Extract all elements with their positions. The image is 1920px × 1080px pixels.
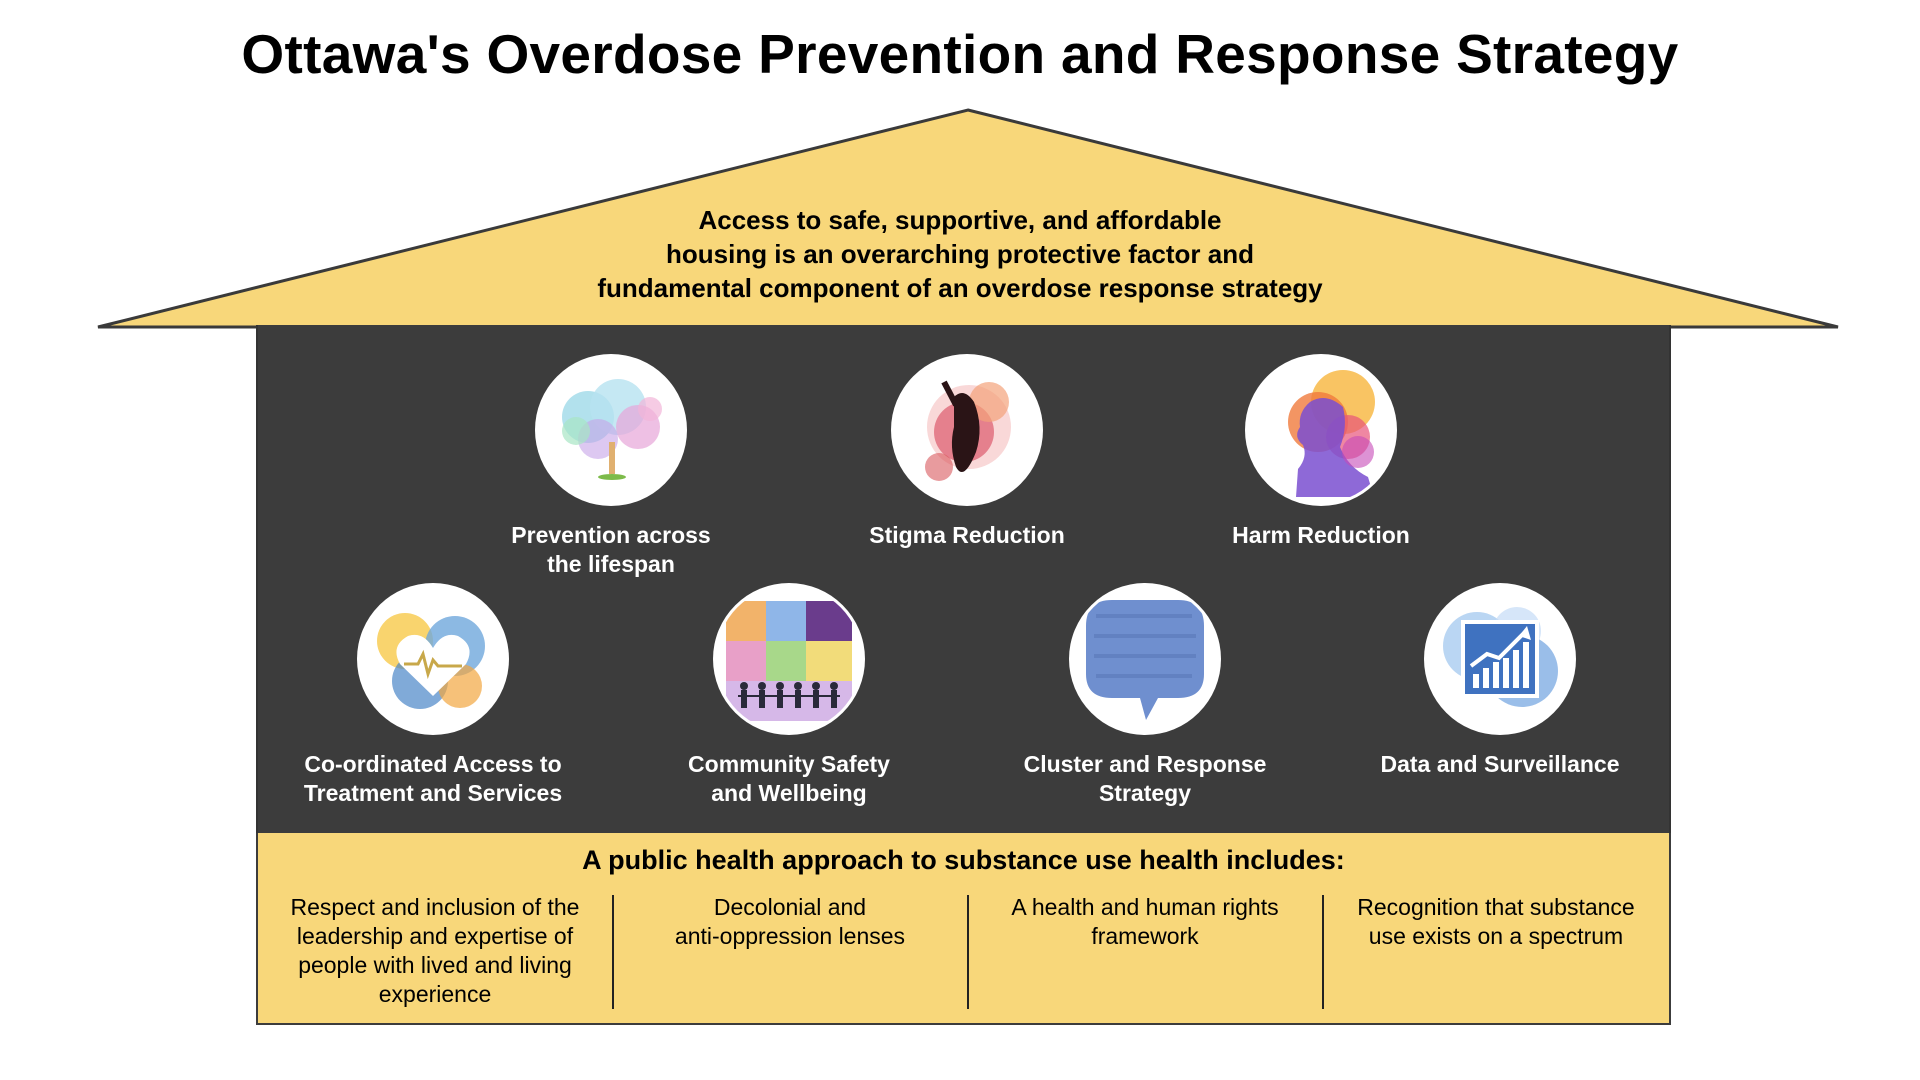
growth-chart-icon [1427, 586, 1573, 732]
column-divider [1322, 895, 1324, 1009]
speech-bubble-icon [1072, 586, 1218, 732]
principle-line: anti-oppression lenses [674, 923, 906, 949]
principle-line: experience [378, 981, 492, 1007]
watercolor-heart-icon [360, 586, 506, 732]
watercolor-figure-icon [894, 357, 1040, 503]
pillar-stigma: Stigma Reduction [817, 357, 1117, 550]
principle-line: framework [1091, 923, 1199, 949]
watercolor-head-profile-icon [1248, 357, 1394, 503]
watercolor-community-icon [716, 586, 862, 732]
pillar-label: Prevention across [511, 522, 711, 548]
base-principle: Respect and inclusion of the leadership … [258, 893, 612, 1009]
pillar-label: Cluster and Response [1023, 751, 1267, 777]
principle-line: Decolonial and [713, 894, 867, 920]
base-principle: A health and human rights framework [968, 893, 1322, 951]
pillar-coordinated-access: Co-ordinated Access to Treatment and Ser… [283, 586, 583, 808]
principle-line: use exists on a spectrum [1368, 923, 1624, 949]
pillar-label: Harm Reduction [1232, 522, 1410, 548]
pillar-label: the lifespan [547, 551, 675, 577]
base-principle: Decolonial and anti-oppression lenses [613, 893, 967, 951]
roof-statement: Access to safe, supportive, and affordab… [560, 203, 1360, 305]
pillar-prevention: Prevention across the lifespan [461, 357, 761, 579]
pillar-label: and Wellbeing [711, 780, 867, 806]
pillar-community-safety: Community Safety and Wellbeing [639, 586, 939, 808]
base-principle: Recognition that substance use exists on… [1319, 893, 1673, 951]
pillar-label: Treatment and Services [303, 780, 563, 806]
pillar-label: Stigma Reduction [869, 522, 1065, 548]
pillar-harm-reduction: Harm Reduction [1171, 357, 1471, 550]
principle-line: Respect and inclusion of the [290, 894, 580, 920]
page-title: Ottawa's Overdose Prevention and Respons… [241, 23, 1679, 85]
base-heading: A public health approach to substance us… [582, 845, 1345, 875]
pillar-label: Community Safety [688, 751, 890, 777]
roof-line: Access to safe, supportive, and affordab… [698, 205, 1222, 235]
roof-line: housing is an overarching protective fac… [665, 239, 1254, 269]
roof-line: fundamental component of an overdose res… [597, 273, 1323, 303]
house-body: Prevention across the lifespan Stigma Re… [256, 325, 1671, 833]
principle-line: leadership and expertise of [296, 923, 574, 949]
pillar-label: Data and Surveillance [1380, 751, 1620, 777]
principle-line: people with lived and living [298, 952, 572, 978]
base-foundation: A public health approach to substance us… [256, 833, 1671, 1025]
principle-line: Recognition that substance [1357, 894, 1635, 920]
pillar-cluster-response: Cluster and Response Strategy [995, 586, 1295, 808]
watercolor-tree-icon [538, 357, 684, 503]
pillar-label: Co-ordinated Access to [304, 751, 562, 777]
pillar-data-surveillance: Data and Surveillance [1350, 586, 1650, 779]
pillar-label: Strategy [1098, 780, 1192, 806]
principle-line: A health and human rights [1011, 894, 1279, 920]
column-divider [612, 895, 614, 1009]
column-divider [967, 895, 969, 1009]
